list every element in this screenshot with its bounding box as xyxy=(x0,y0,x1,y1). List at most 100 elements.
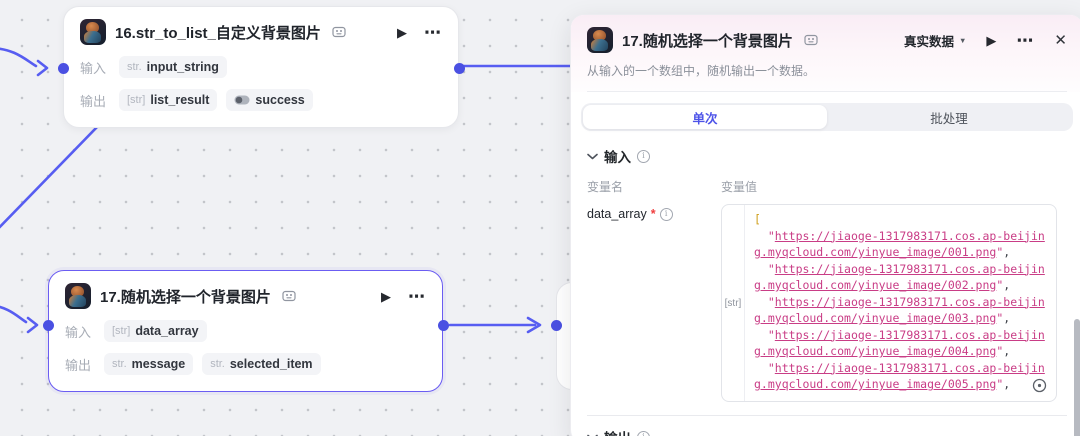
run-node-button[interactable]: ▶ xyxy=(397,24,407,40)
json-quote: " xyxy=(767,327,775,342)
input-row-label: 输入 xyxy=(80,60,107,76)
json-quote: " xyxy=(996,245,1004,259)
divider xyxy=(587,91,1067,92)
node-17-output-row: 输出 str. message str. selected_item xyxy=(65,353,426,375)
json-quote: " xyxy=(767,360,775,375)
edge-arrowhead-node17 xyxy=(26,316,39,334)
edge-arrowhead-next-node xyxy=(526,316,542,334)
required-mark: * xyxy=(650,207,656,221)
node-description: 从输入的一个数组中，随机输出一个数据。 xyxy=(587,64,816,78)
node-16-input-port[interactable] xyxy=(58,63,69,74)
variable-pill: [str] list_result xyxy=(119,89,218,111)
node-17-input-row: 输入 [str] data_array xyxy=(65,320,426,342)
node-16-input-row: 输入 str. input_string xyxy=(80,56,442,78)
node-more-menu-button[interactable]: ⋯ xyxy=(424,22,442,42)
type-badge: str. xyxy=(127,61,142,73)
edge-into-node17 xyxy=(0,305,28,324)
input-section-title: 输入 xyxy=(604,150,631,165)
panel-scrollbar-thumb[interactable] xyxy=(1074,319,1080,436)
node-17-random-pick[interactable]: 17.随机选择一个背景图片 ▶ ⋯ 输入 [str] data_array 输出… xyxy=(48,270,443,392)
node-16-header: 16.str_to_list_自定义背景图片 ▶ ⋯ xyxy=(80,19,442,45)
info-icon[interactable] xyxy=(637,430,650,436)
variable-row-data-array: data_array * [str] [ "https://jiaoge-131… xyxy=(587,204,1067,402)
panel-header: 17.随机选择一个背景图片 真实数据 ▼ ▶ ⋯ ✕ 从输入的一个数组中，随机输… xyxy=(571,15,1080,92)
panel-node-avatar xyxy=(587,27,613,53)
json-quote: " xyxy=(767,261,775,276)
type-badge: str. xyxy=(210,358,225,370)
image-url-link[interactable]: https://jiaoge-1317983171.cos.ap-beijing… xyxy=(754,327,1045,359)
variable-pill: str. selected_item xyxy=(202,353,321,375)
type-badge: [str] xyxy=(127,94,146,106)
column-variable-value: 变量值 xyxy=(721,180,758,194)
json-quote: " xyxy=(996,278,1004,292)
caret-down-icon: ▼ xyxy=(958,35,967,45)
node-16-title: 16.str_to_list_自定义背景图片 xyxy=(115,24,321,42)
node-more-menu-button[interactable]: ⋯ xyxy=(408,286,426,306)
image-url-link[interactable]: https://jiaoge-1317983171.cos.ap-beijing… xyxy=(754,360,1045,392)
json-quote: " xyxy=(767,294,775,309)
edge-loopback-diagonal xyxy=(0,124,100,229)
close-panel-button[interactable]: ✕ xyxy=(1054,31,1067,49)
json-quote: " xyxy=(996,344,1004,358)
tab-batch-run[interactable]: 批处理 xyxy=(930,111,968,126)
json-editor-content[interactable]: [ "https://jiaoge-1317983171.cos.ap-beij… xyxy=(745,205,1056,401)
json-comma: , xyxy=(1003,344,1011,358)
node-17-input-port[interactable] xyxy=(43,320,54,331)
output-section-header: 输出 xyxy=(571,416,1080,436)
json-quote: " xyxy=(767,228,775,243)
image-url-link[interactable]: https://jiaoge-1317983171.cos.ap-beijing… xyxy=(754,261,1045,293)
node-detail-panel: 17.随机选择一个背景图片 真实数据 ▼ ▶ ⋯ ✕ 从输入的一个数组中，随机输… xyxy=(570,14,1080,436)
expand-editor-icon[interactable] xyxy=(1032,378,1047,393)
variable-pill-success: success xyxy=(226,89,313,111)
toggle-icon xyxy=(234,95,250,105)
json-value-editor[interactable]: [str] [ "https://jiaoge-1317983171.cos.a… xyxy=(721,204,1057,402)
node-16-avatar xyxy=(80,19,106,45)
node-16-str-to-list[interactable]: 16.str_to_list_自定义背景图片 ▶ ⋯ 输入 str. input… xyxy=(63,6,459,128)
code-node-badge-icon xyxy=(282,290,296,302)
json-comma: , xyxy=(1003,377,1011,391)
divider xyxy=(587,415,1067,416)
info-icon[interactable] xyxy=(637,149,650,163)
type-badge: str. xyxy=(112,358,127,370)
json-comma: , xyxy=(1003,245,1011,259)
json-comma: , xyxy=(1003,278,1011,292)
json-open-bracket: [ xyxy=(754,212,761,226)
data-mode-dropdown[interactable]: 真实数据 ▼ xyxy=(903,34,967,49)
editor-type-gutter: [str] xyxy=(722,205,745,401)
next-node-input-port[interactable] xyxy=(551,320,562,331)
node-16-output-row: 输出 [str] list_result success xyxy=(80,89,442,111)
output-row-label: 输出 xyxy=(65,357,92,373)
type-badge: [str] xyxy=(112,325,131,337)
json-quote: " xyxy=(996,311,1004,325)
node-17-header: 17.随机选择一个背景图片 ▶ ⋯ xyxy=(65,283,426,309)
json-comma: , xyxy=(1003,311,1011,325)
node-17-output-port[interactable] xyxy=(438,320,449,331)
node-17-avatar xyxy=(65,283,91,309)
image-url-link[interactable]: https://jiaoge-1317983171.cos.ap-beijing… xyxy=(754,228,1045,260)
panel-more-menu-button[interactable]: ⋯ xyxy=(1016,30,1035,50)
output-section-title: 输出 xyxy=(604,427,631,436)
input-section: 输入 变量名 变量值 data_array * [str] [ "https:/… xyxy=(571,131,1080,416)
code-node-badge-icon xyxy=(332,26,346,38)
run-node-button[interactable]: ▶ xyxy=(986,32,997,48)
variable-pill: str. input_string xyxy=(119,56,227,78)
edge-into-node16 xyxy=(0,47,38,68)
chevron-down-icon[interactable] xyxy=(587,153,598,160)
node-16-output-port[interactable] xyxy=(454,63,465,74)
type-badge: [str] xyxy=(724,297,742,309)
output-row-label: 输出 xyxy=(80,93,107,109)
edge-arrowhead-node16 xyxy=(36,59,49,77)
variable-name: data_array xyxy=(587,207,647,221)
json-quote: " xyxy=(996,377,1004,391)
panel-title: 17.随机选择一个背景图片 xyxy=(622,32,793,50)
info-icon[interactable] xyxy=(659,207,673,221)
run-node-button[interactable]: ▶ xyxy=(381,288,391,304)
image-url-link[interactable]: https://jiaoge-1317983171.cos.ap-beijing… xyxy=(754,294,1045,326)
variable-pill: [str] data_array xyxy=(104,320,207,342)
code-node-badge-icon xyxy=(804,34,818,46)
column-variable-name: 变量名 xyxy=(587,180,624,194)
tab-single-run[interactable]: 单次 xyxy=(583,105,827,129)
run-mode-tabs: 单次 批处理 xyxy=(581,103,1073,131)
